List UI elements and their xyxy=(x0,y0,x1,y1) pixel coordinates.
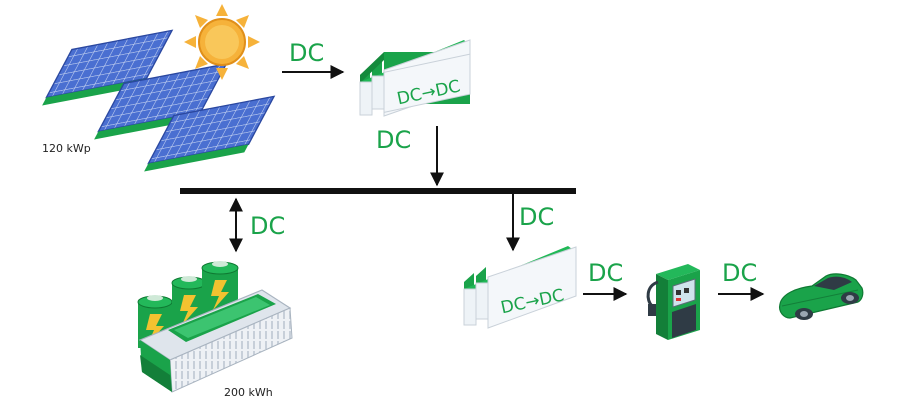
dc-label-converter-to-charger: DC xyxy=(588,259,623,287)
dc-dc-converter-top xyxy=(359,39,471,117)
battery-capacity-label: 200 kWh xyxy=(224,386,273,399)
dc-dc-converter-bottom xyxy=(463,246,577,329)
battery-storage-icon xyxy=(137,261,293,393)
electric-car-icon xyxy=(779,273,864,320)
dc-label-bus-to-converter: DC xyxy=(519,203,554,231)
dc-label-charger-to-car: DC xyxy=(722,259,757,287)
dc-dc-converter-top-panel xyxy=(383,53,471,113)
solar-capacity-label: 120 kWp xyxy=(42,142,91,155)
dc-label-solar-to-converter: DC xyxy=(289,39,324,67)
dc-label-converter-to-bus: DC xyxy=(376,126,411,154)
ev-charger-icon xyxy=(646,264,700,340)
sun-icon xyxy=(184,4,260,80)
solar-panels-icon xyxy=(42,29,276,172)
dc-label-battery-bus: DC xyxy=(250,212,285,240)
dc-bus-bar xyxy=(180,188,576,194)
